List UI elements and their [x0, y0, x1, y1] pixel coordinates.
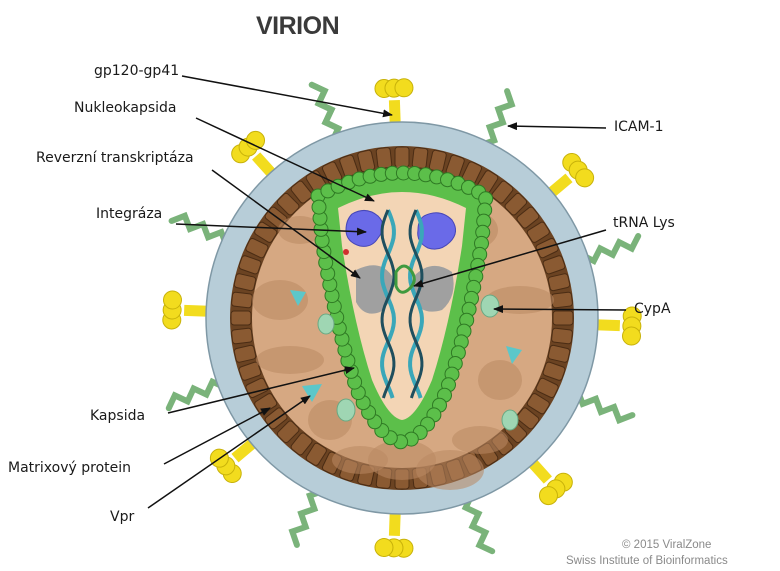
label-kapsida: Kapsida: [90, 408, 145, 424]
virion-body: [162, 78, 641, 557]
label-icam1: ICAM-1: [614, 119, 664, 135]
capsid-bead: [312, 200, 326, 214]
icam1-stalk: [466, 495, 493, 551]
cypa-protein-2: [318, 314, 334, 334]
gp120-lobe: [375, 538, 394, 557]
label-nukleokapsida: Nukleokapsida: [74, 100, 177, 116]
cypa-protein-4: [502, 410, 518, 430]
matrix-segment: [231, 292, 252, 308]
interior-blob: [256, 346, 324, 374]
matrix-segment: [553, 311, 573, 325]
gp120-knob: [375, 78, 414, 97]
diagram-title: VIRION: [256, 12, 339, 40]
label-cypa: CypA: [634, 301, 671, 317]
cypa-protein-1: [481, 295, 499, 317]
label-trna-lys: tRNA Lys: [613, 215, 675, 231]
icam1-stalk: [312, 85, 339, 141]
icam1-stalk: [581, 236, 638, 261]
gp120-lobe: [395, 78, 414, 97]
icam1-stalk: [172, 216, 227, 246]
gp120-lobe: [622, 327, 641, 346]
matrix-segment: [551, 292, 572, 308]
matrix-segment: [395, 147, 409, 167]
credit-line-1: © 2015 ViralZone: [622, 539, 711, 551]
red-marker: [343, 249, 349, 255]
icam1-stalk: [481, 91, 512, 145]
icam1-stalk: [169, 382, 225, 409]
matrix-segment: [376, 147, 392, 168]
label-vpr: Vpr: [110, 509, 134, 525]
label-matrixovy-protein: Matrixový protein: [8, 460, 131, 476]
label-integraza: Integráza: [96, 206, 162, 222]
interior-blob: [478, 360, 522, 400]
arrow-cypa: [494, 309, 626, 310]
matrix-segment: [412, 147, 428, 168]
gp120-knob: [375, 538, 414, 557]
gp120-lobe: [163, 291, 182, 310]
credit-line-2: Swiss Institute of Bioinformatics: [566, 555, 728, 567]
arrow-icam1: [508, 126, 606, 128]
label-gp120-gp41: gp120-gp41: [94, 63, 179, 79]
label-reverzni-transkriptaza: Reverzní transkriptáza: [36, 150, 194, 166]
arrow-gp120-gp41: [182, 76, 392, 115]
matrix-segment: [231, 311, 251, 325]
matrix-segment: [231, 328, 252, 344]
cypa-protein-3: [337, 399, 355, 421]
interior-blob: [452, 426, 508, 454]
gp120-knob: [162, 291, 181, 330]
matrix-segment: [551, 328, 572, 344]
icam1-stalk: [578, 391, 633, 421]
icam1-stalk: [292, 491, 323, 545]
